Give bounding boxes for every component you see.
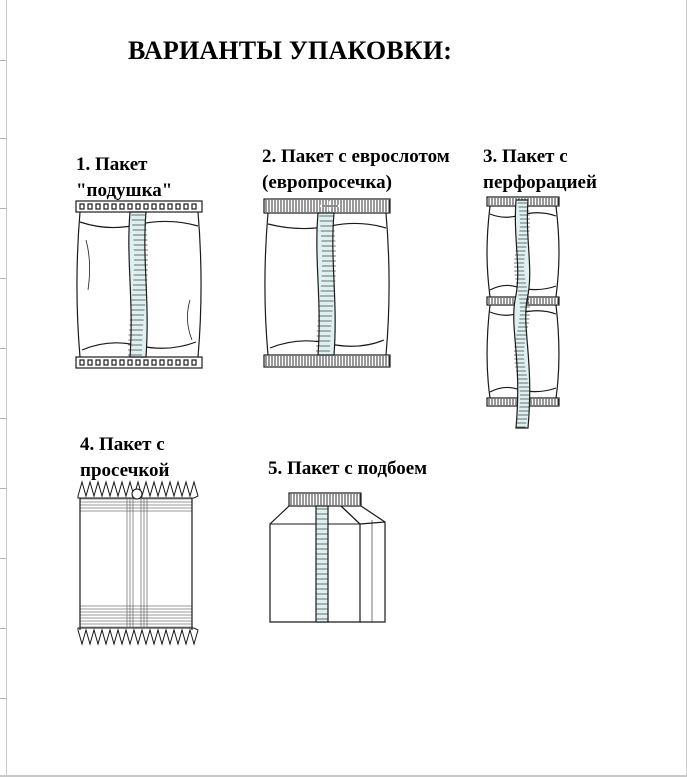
euroslot-bag-illustration — [263, 198, 391, 368]
euroslot-bag-bottom-hatch — [265, 356, 390, 366]
seal-hole — [111, 359, 117, 366]
seal-hole — [191, 203, 197, 210]
seal-hole — [143, 203, 149, 210]
seal-hole — [119, 203, 125, 210]
seal-hole — [127, 203, 133, 210]
pillow-bag-wrinkle — [85, 239, 90, 291]
seal-hole — [135, 359, 141, 366]
seal-hole — [151, 359, 157, 366]
gusset-bag-seam-ribs — [316, 508, 328, 620]
euroslot-bag-back-seam — [316, 212, 336, 356]
perforated-bag-left-side — [486, 304, 491, 399]
seal-hole — [111, 203, 117, 210]
seal-hole — [175, 203, 181, 210]
ruler-tick — [0, 138, 6, 139]
notched-bag-bottom-band — [80, 605, 192, 628]
seal-hole — [167, 203, 173, 210]
pillow-bag-back-seam — [128, 211, 148, 358]
euroslot-bag-seam-ribs — [316, 215, 336, 352]
seal-hole — [103, 359, 109, 366]
euroslot-bag-right-side — [385, 212, 390, 356]
notched-bag-bottom-zigzag — [77, 627, 199, 646]
gusset-bag-side-top — [360, 505, 386, 523]
pillow-bag-right-side — [197, 211, 202, 358]
perforated-bag-right-side — [555, 205, 560, 298]
package-label-notch: 4. Пакет с просечкой — [80, 432, 170, 484]
ruler-tick — [0, 348, 6, 349]
notched-bag-hang-hole-icon — [131, 488, 143, 500]
package-label-line: перфорацией — [483, 172, 597, 193]
package-label-perforation: 3. Пакет с перфорацией — [483, 144, 597, 196]
seal-hole — [87, 359, 93, 366]
seal-hole — [175, 359, 181, 366]
package-label-line: просечкой — [80, 460, 170, 481]
pillow-bag-wrinkle — [187, 299, 193, 341]
ruler-tick — [0, 558, 6, 559]
seal-hole — [95, 203, 101, 210]
perforated-bag-bottom-hatch — [488, 399, 559, 405]
ruler-tick — [0, 628, 6, 629]
package-label-line: 4. Пакет с — [80, 434, 165, 455]
package-label-euroslot: 2. Пакет с еврослотом (европросечка) — [262, 144, 450, 196]
seal-hole — [143, 359, 149, 366]
package-label-pillow: 1. Пакет "подушка" — [76, 152, 172, 204]
notched-bag-top-band — [80, 498, 192, 512]
page-title: ВАРИАНТЫ УПАКОВКИ: — [128, 36, 453, 65]
ruler-tick — [0, 418, 6, 419]
seal-hole — [103, 203, 109, 210]
perforated-bag-seam-ribs — [514, 202, 530, 428]
seal-hole — [191, 359, 197, 366]
notched-bag-center-seam — [126, 498, 148, 628]
seal-hole — [79, 203, 85, 210]
pillow-bag-left-side — [76, 211, 81, 358]
seal-hole — [159, 359, 165, 366]
pillow-bag-bottom-seal — [75, 356, 203, 369]
seal-hole — [151, 203, 157, 210]
package-label-line: (европросечка) — [262, 172, 392, 193]
seal-hole — [95, 359, 101, 366]
package-label-line: "подушка" — [76, 180, 173, 201]
euroslot-bag-left-side — [264, 212, 269, 356]
gusset-bag-front-outline — [269, 505, 361, 623]
pillow-bag-top-seal — [75, 200, 203, 213]
package-label-line: 1. Пакет — [76, 154, 148, 175]
seal-hole — [79, 359, 85, 366]
ruler-tick — [0, 278, 6, 279]
pillow-bag-top-holes — [79, 203, 197, 210]
ruler-tick — [0, 488, 6, 489]
seal-hole — [159, 203, 165, 210]
pillow-bag-seam-ribs — [128, 214, 148, 356]
seal-hole — [183, 359, 189, 366]
page-bottom-edge — [0, 775, 687, 777]
gusset-bag-shoulder — [340, 505, 361, 525]
gusset-bag-illustration — [269, 492, 386, 623]
page-left-ruler — [0, 0, 7, 777]
package-label-line: 3. Пакет с — [483, 146, 568, 167]
package-label-gusset: 5. Пакет с подбоем — [268, 456, 427, 482]
perforated-bag-back-seam — [513, 199, 531, 429]
seal-hole — [135, 203, 141, 210]
package-label-line: 5. Пакет с подбоем — [268, 458, 428, 479]
perforated-bag-illustration — [486, 196, 560, 429]
seal-hole — [87, 203, 93, 210]
perforated-bag-right-side — [555, 304, 560, 399]
perforated-bag-left-side — [486, 205, 491, 298]
seal-hole — [127, 359, 133, 366]
seal-hole — [167, 359, 173, 366]
package-label-line: 2. Пакет с еврослотом — [262, 146, 450, 167]
seal-hole — [183, 203, 189, 210]
pillow-bag-illustration — [75, 200, 203, 369]
pillow-bag-bottom-holes — [79, 359, 197, 366]
seal-hole — [119, 359, 125, 366]
ruler-tick — [0, 60, 6, 61]
ruler-tick — [0, 208, 6, 209]
gusset-bag-top-hatch — [290, 494, 361, 505]
notched-bag-illustration — [77, 480, 199, 646]
euroslot-bag-top-hatch — [265, 200, 390, 212]
gusset-bag-side-panel — [359, 521, 386, 623]
ruler-tick — [0, 698, 6, 699]
